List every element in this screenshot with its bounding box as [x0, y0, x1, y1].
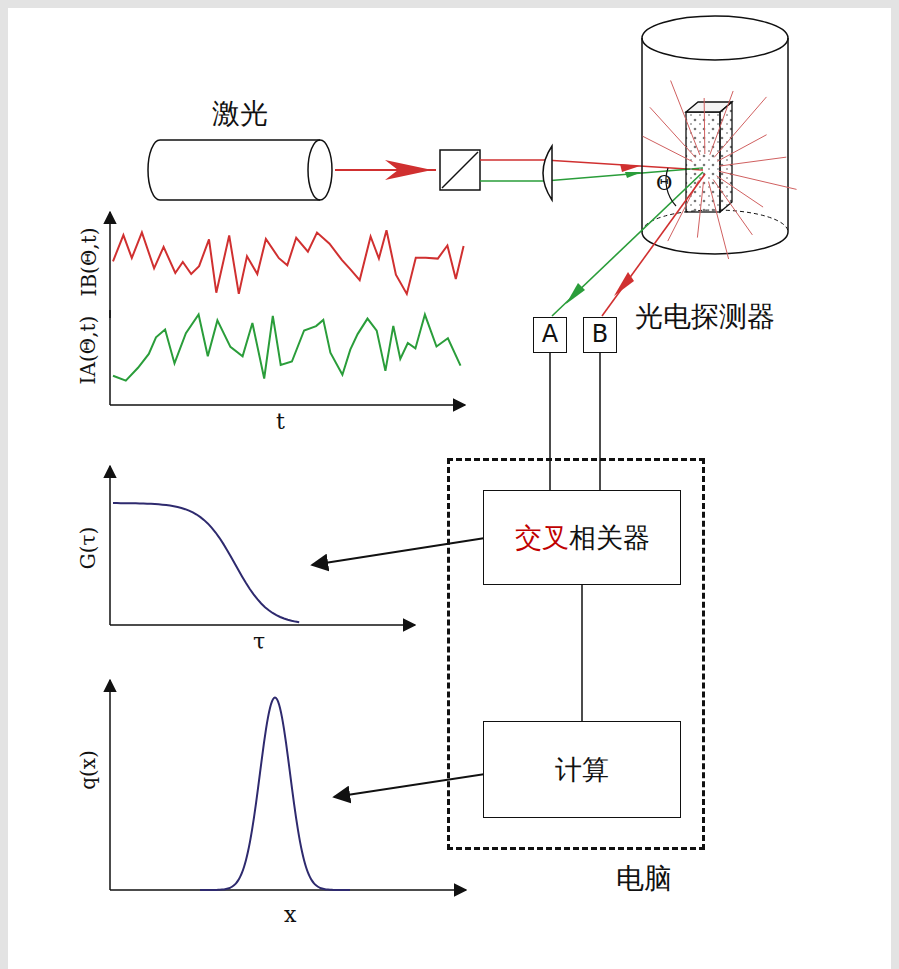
compute-box: 计算	[483, 721, 681, 818]
scatter-rays	[643, 81, 797, 259]
signal-wire	[581, 585, 583, 721]
laser-source: 激光	[148, 98, 332, 202]
correlator-box: 交叉相关器	[483, 490, 681, 585]
text-row: B	[592, 321, 608, 349]
axis-label: G(τ)	[77, 527, 99, 570]
node-text: 电脑	[616, 863, 672, 895]
node-text: 计算	[555, 754, 609, 785]
node-text: B	[592, 321, 608, 349]
signal-b	[113, 230, 464, 294]
text-row: A	[542, 321, 558, 349]
beam-arrowhead	[385, 160, 432, 180]
detector-box: B	[583, 317, 617, 353]
axis-label: t	[276, 410, 285, 434]
correlation-axes	[110, 466, 415, 625]
node-text: A	[542, 321, 558, 349]
sample-cylinder	[642, 16, 788, 254]
scatter-ray	[710, 91, 733, 155]
laser-cylinder	[148, 140, 332, 200]
scatter-ray	[719, 157, 786, 166]
node-text: 激光	[212, 98, 268, 130]
signal-a	[113, 315, 461, 381]
beam-splitter	[440, 150, 480, 190]
lens	[543, 146, 552, 200]
computer-frame: 电脑交叉相关器计算	[447, 458, 705, 850]
axis-label: IA(Θ,t)	[77, 316, 99, 385]
text-row: 计算	[555, 754, 609, 785]
signal-wire	[549, 353, 551, 490]
red-beam	[480, 160, 703, 170]
text-row: 电脑	[616, 863, 672, 895]
output-arrow	[312, 536, 498, 565]
node-text: 交叉	[515, 522, 569, 553]
scatter-ray	[643, 136, 693, 161]
axis-label: x	[284, 903, 296, 927]
signal-wire	[599, 353, 601, 490]
signal-axes	[110, 212, 465, 405]
distribution-curve	[200, 698, 350, 890]
node-text: 相关器	[569, 522, 650, 553]
axis-label: IB(Θ,t)	[77, 228, 99, 297]
detector-label: 光电探测器	[635, 302, 775, 333]
beam-arrowhead	[620, 164, 640, 172]
scatter-to-a	[552, 172, 703, 316]
beam-arrowhead	[625, 172, 642, 178]
detector-box: A	[533, 317, 567, 353]
scatter-ray	[704, 98, 706, 154]
scatter-ray	[650, 107, 696, 157]
axis-label: τ	[253, 630, 265, 654]
correlation-curve	[113, 503, 299, 622]
axis-label: Θ	[656, 172, 672, 194]
scatter-to-b	[602, 174, 705, 316]
scatter-ray	[717, 135, 766, 162]
axis-label: q(x)	[77, 750, 99, 790]
scatter-ray	[717, 176, 763, 207]
scatter-ray	[697, 182, 703, 238]
scatter-ray	[714, 97, 766, 158]
scatter-ray	[709, 182, 729, 259]
ray-arrowhead	[566, 283, 585, 304]
text-row: 激光	[212, 98, 268, 130]
text-row: 交叉相关器	[515, 522, 650, 553]
scatter-ray	[671, 81, 700, 155]
scatter-ray	[713, 179, 752, 234]
scatter-ray	[719, 171, 797, 189]
ray-arrowhead	[614, 272, 634, 296]
